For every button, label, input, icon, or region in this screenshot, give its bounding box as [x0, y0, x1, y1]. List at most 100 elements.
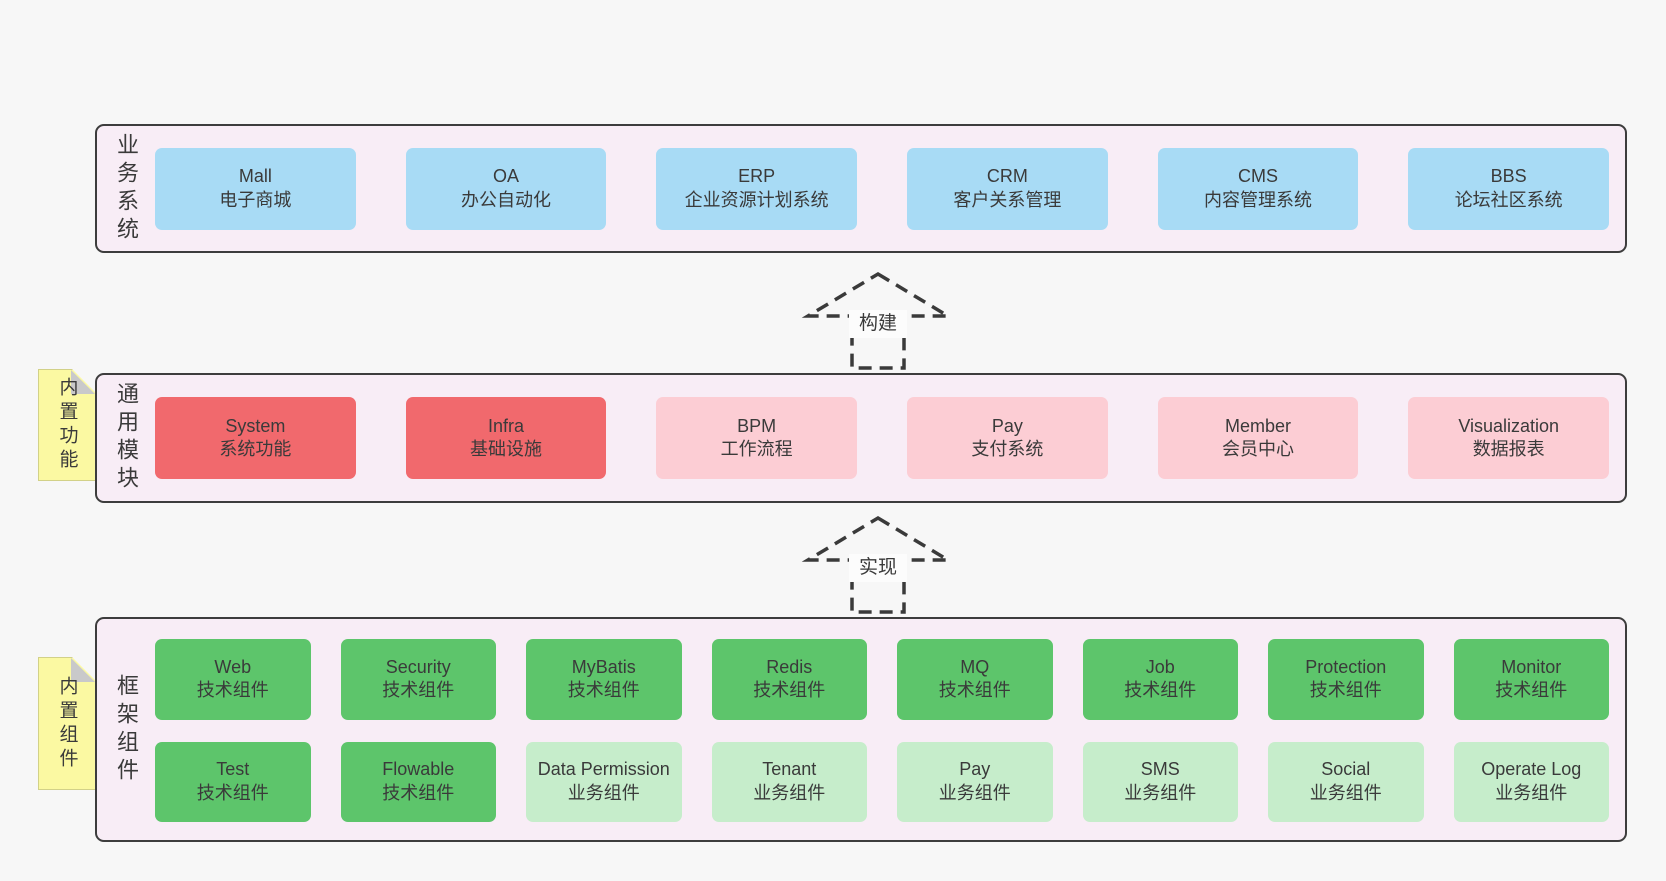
box-title: Pay — [991, 415, 1023, 436]
implement-arrow-label: 实现 — [849, 554, 907, 582]
business-systems-container: 业务系统 Mall 电子商城 OA 办公自动化 ERP 企业资源计划系统 CRM… — [95, 124, 1627, 253]
component-box: Redis 技术组件 — [711, 639, 867, 720]
box-desc: 技术组件 — [382, 782, 455, 803]
component-box: Protection 技术组件 — [1268, 639, 1424, 720]
box-title: Mall — [238, 166, 272, 187]
box-desc: 技术组件 — [1495, 680, 1568, 701]
component-box: Flowable 技术组件 — [340, 741, 496, 822]
box-desc: 数据报表 — [1472, 439, 1545, 459]
component-box: Pay 业务组件 — [897, 741, 1053, 822]
dashed-up-arrow-icon — [801, 515, 955, 614]
framework-components-container: 框架组件 Web 技术组件 Security 技术组件 MyBatis 技术组件 — [95, 617, 1627, 842]
box-title: BPM — [737, 415, 777, 436]
box-desc: 技术组件 — [196, 680, 269, 701]
box-title: SMS — [1140, 759, 1180, 780]
component-box: MQ 技术组件 — [897, 639, 1053, 720]
box-title: Visualization — [1458, 415, 1560, 436]
business-system-box: BBS 论坛社区系统 — [1408, 147, 1610, 230]
business-system-box: CRM 客户关系管理 — [907, 147, 1108, 230]
business-systems-label: 业务系统 — [114, 132, 139, 245]
box-title: Data Permission — [537, 759, 670, 780]
component-box: Data Permission 业务组件 — [526, 741, 682, 822]
box-desc: 企业资源计划系统 — [684, 189, 829, 210]
box-title: MQ — [960, 656, 990, 677]
framework-row-2: Test 技术组件 Flowable 技术组件 Data Permission … — [155, 741, 1609, 822]
module-box: Member 会员中心 — [1157, 397, 1359, 479]
box-desc: 业务组件 — [1124, 782, 1197, 803]
implement-arrow: 实现 — [798, 512, 958, 616]
sticky-note-text: 内置功能 — [56, 377, 78, 473]
box-title: Social — [1321, 759, 1371, 780]
box-title: CRM — [986, 166, 1028, 187]
build-arrow-label: 构建 — [849, 310, 907, 338]
box-desc: 技术组件 — [1124, 680, 1197, 701]
framework-components-grid: Web 技术组件 Security 技术组件 MyBatis 技术组件 Redi… — [155, 619, 1625, 840]
box-title: Pay — [959, 759, 991, 780]
sticky-note-text: 内置组件 — [56, 675, 78, 772]
box-desc: 论坛社区系统 — [1454, 189, 1563, 210]
box-desc: 会员中心 — [1222, 439, 1295, 459]
component-box: Web 技术组件 — [155, 639, 311, 720]
component-box: Security 技术组件 — [340, 639, 496, 720]
dashed-up-arrow-icon — [801, 271, 955, 370]
business-system-box: ERP 企业资源计划系统 — [656, 147, 858, 230]
component-box: Social 业务组件 — [1268, 741, 1424, 822]
module-box: Pay 支付系统 — [907, 397, 1108, 479]
box-title: Tenant — [762, 759, 817, 780]
common-modules-row: System 系统功能 Infra 基础设施 BPM 工作流程 Pay 支付系统… — [155, 375, 1625, 501]
box-title: Job — [1145, 656, 1175, 677]
box-desc: 工作流程 — [720, 439, 793, 459]
box-desc: 技术组件 — [1309, 680, 1382, 701]
module-box: Visualization 数据报表 — [1408, 397, 1610, 479]
box-desc: 业务组件 — [1495, 782, 1568, 803]
build-arrow: 构建 — [798, 268, 958, 372]
box-desc: 技术组件 — [567, 680, 640, 701]
common-modules-container: 通用模块 System 系统功能 Infra 基础设施 BPM 工作流程 Pay… — [95, 373, 1627, 503]
business-systems-row: Mall 电子商城 OA 办公自动化 ERP 企业资源计划系统 CRM 客户关系… — [155, 126, 1625, 251]
box-title: Infra — [487, 415, 525, 436]
component-box: Job 技术组件 — [1082, 639, 1238, 720]
box-desc: 电子商城 — [219, 189, 292, 210]
box-title: Test — [216, 759, 250, 780]
box-title: MyBatis — [571, 656, 636, 677]
box-title: Member — [1225, 415, 1292, 436]
box-desc: 业务组件 — [753, 782, 826, 803]
box-title: OA — [493, 166, 520, 187]
framework-components-label: 框架组件 — [114, 673, 139, 786]
component-box: Test 技术组件 — [155, 741, 311, 822]
box-desc: 技术组件 — [938, 680, 1011, 701]
box-title: ERP — [738, 166, 776, 187]
component-box: Operate Log 业务组件 — [1453, 741, 1609, 822]
business-system-box: OA 办公自动化 — [405, 147, 607, 230]
business-system-box: CMS 内容管理系统 — [1157, 147, 1359, 230]
component-box: Tenant 业务组件 — [711, 741, 867, 822]
box-title: Operate Log — [1481, 759, 1582, 780]
module-box: System 系统功能 — [155, 397, 356, 479]
sticky-note-built-in-components: 内置组件 — [38, 657, 96, 790]
box-title: Flowable — [382, 759, 455, 780]
box-title: Security — [385, 656, 451, 677]
box-title: Redis — [766, 656, 813, 677]
box-desc: 技术组件 — [196, 782, 269, 803]
business-system-box: Mall 电子商城 — [155, 147, 356, 230]
component-box: SMS 业务组件 — [1082, 741, 1238, 822]
box-desc: 基础设施 — [470, 439, 542, 459]
box-title: Monitor — [1501, 656, 1562, 677]
box-title: Protection — [1305, 656, 1387, 677]
box-title: BBS — [1490, 166, 1527, 187]
box-desc: 内容管理系统 — [1204, 189, 1313, 210]
box-desc: 支付系统 — [971, 439, 1044, 459]
box-desc: 业务组件 — [1309, 782, 1382, 803]
module-box: Infra 基础设施 — [405, 397, 607, 479]
module-box: BPM 工作流程 — [656, 397, 858, 479]
component-box: MyBatis 技术组件 — [526, 639, 682, 720]
box-desc: 系统功能 — [219, 439, 292, 459]
sticky-note-built-in-features: 内置功能 — [38, 369, 96, 481]
box-desc: 技术组件 — [753, 680, 826, 701]
component-box: Monitor 技术组件 — [1453, 639, 1609, 720]
box-desc: 客户关系管理 — [953, 189, 1062, 210]
box-title: CMS — [1238, 166, 1279, 187]
box-title: System — [225, 415, 286, 436]
framework-row-1: Web 技术组件 Security 技术组件 MyBatis 技术组件 Redi… — [155, 639, 1609, 720]
common-modules-label: 通用模块 — [114, 382, 139, 494]
